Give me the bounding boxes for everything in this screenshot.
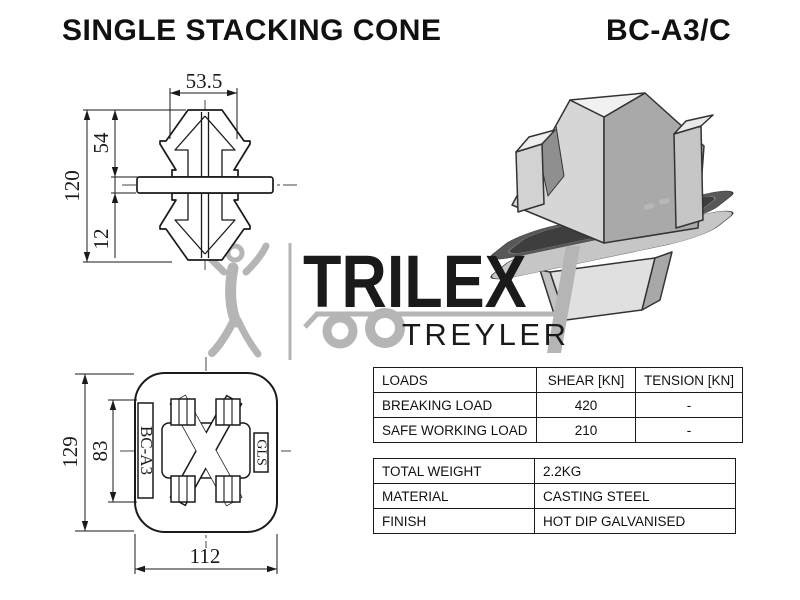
cone-horn-left bbox=[515, 129, 556, 213]
spec-label: MATERIAL bbox=[373, 483, 535, 509]
table-row: LOADS SHEAR [KN] TENSION [KN] bbox=[373, 367, 744, 393]
dim-upper-height: 54 bbox=[89, 132, 113, 154]
shear-value: 210 bbox=[536, 417, 636, 443]
center-pad bbox=[161, 422, 251, 479]
top-cone-3d bbox=[511, 92, 705, 244]
watermark-subbrand-text: TREYLER bbox=[402, 317, 569, 352]
dim-top-width: 53.5 bbox=[186, 69, 223, 93]
loads-header-cell: LOADS bbox=[373, 367, 537, 393]
row-label: SAFE WORKING LOAD bbox=[373, 417, 537, 443]
watermark-trailer-icon bbox=[303, 308, 560, 349]
page-title: SINGLE STACKING CONE bbox=[62, 14, 442, 47]
upper-cone-outline bbox=[159, 109, 251, 178]
upper-cavity-arrow bbox=[174, 115, 236, 177]
plate-top-3d bbox=[490, 190, 734, 260]
flange bbox=[136, 176, 274, 194]
bottom-cone-3d bbox=[539, 251, 673, 321]
plate-rim-3d bbox=[490, 210, 734, 280]
table-row: FINISH HOT DIP GALVANISED bbox=[373, 508, 736, 534]
lower-cone-outline bbox=[159, 192, 251, 261]
table-row: BREAKING LOAD 420 - bbox=[373, 392, 744, 418]
shear-header-cell: SHEAR [KN] bbox=[536, 367, 636, 393]
specs-table: TOTAL WEIGHT 2.2KG MATERIAL CASTING STEE… bbox=[373, 458, 736, 534]
cone-seam-lines bbox=[200, 112, 210, 258]
spec-value: 2.2KG bbox=[534, 458, 736, 484]
corner-blocks bbox=[170, 398, 241, 503]
label-right-text: GLS bbox=[254, 439, 269, 465]
x-rib bbox=[169, 394, 243, 507]
label-right-box bbox=[253, 432, 269, 473]
watermark-person-icon bbox=[198, 242, 270, 358]
model-number: BC-A3/C bbox=[606, 14, 732, 47]
label-left-box bbox=[137, 402, 154, 499]
header: SINGLE STACKING CONE BC-A3/C bbox=[0, 14, 800, 54]
dim-flange-thickness: 12 bbox=[89, 229, 113, 250]
dim-plan-inner: 83 bbox=[88, 441, 112, 462]
tension-value: - bbox=[634, 417, 744, 443]
front-dimension-lines bbox=[83, 88, 238, 263]
tension-value: - bbox=[634, 392, 744, 418]
plan-dimension-arrows bbox=[81, 374, 277, 573]
shear-value: 420 bbox=[536, 392, 636, 418]
dim-plan-overall: 129 bbox=[58, 436, 82, 468]
spec-label: TOTAL WEIGHT bbox=[373, 458, 535, 484]
dim-plan-width: 112 bbox=[190, 544, 221, 568]
plan-centerlines bbox=[120, 357, 291, 548]
front-centerlines bbox=[122, 100, 300, 270]
label-left-text: BC-A3 bbox=[137, 426, 156, 475]
spec-label: FINISH bbox=[373, 508, 535, 534]
watermark-slash bbox=[547, 246, 580, 353]
front-dimension-arrows bbox=[83, 89, 237, 262]
row-label: BREAKING LOAD bbox=[373, 392, 537, 418]
dim-overall-height: 120 bbox=[60, 170, 84, 202]
loads-table: LOADS SHEAR [KN] TENSION [KN] BREAKING L… bbox=[373, 367, 744, 443]
spec-value: HOT DIP GALVANISED bbox=[534, 508, 736, 534]
table-row: TOTAL WEIGHT 2.2KG bbox=[373, 458, 736, 484]
spec-value: CASTING STEEL bbox=[534, 483, 736, 509]
plate-emboss-marks bbox=[644, 198, 670, 210]
table-row: SAFE WORKING LOAD 210 - bbox=[373, 417, 744, 443]
base-plate-outline bbox=[134, 372, 278, 533]
watermark-brand-text: TRILEX bbox=[303, 240, 527, 323]
table-row: MATERIAL CASTING STEEL bbox=[373, 483, 736, 509]
tension-header-cell: TENSION [KN] bbox=[634, 367, 744, 393]
plan-dimension-lines bbox=[75, 373, 278, 574]
cone-horn-right bbox=[673, 114, 714, 229]
lower-cavity-arrow bbox=[174, 193, 236, 255]
